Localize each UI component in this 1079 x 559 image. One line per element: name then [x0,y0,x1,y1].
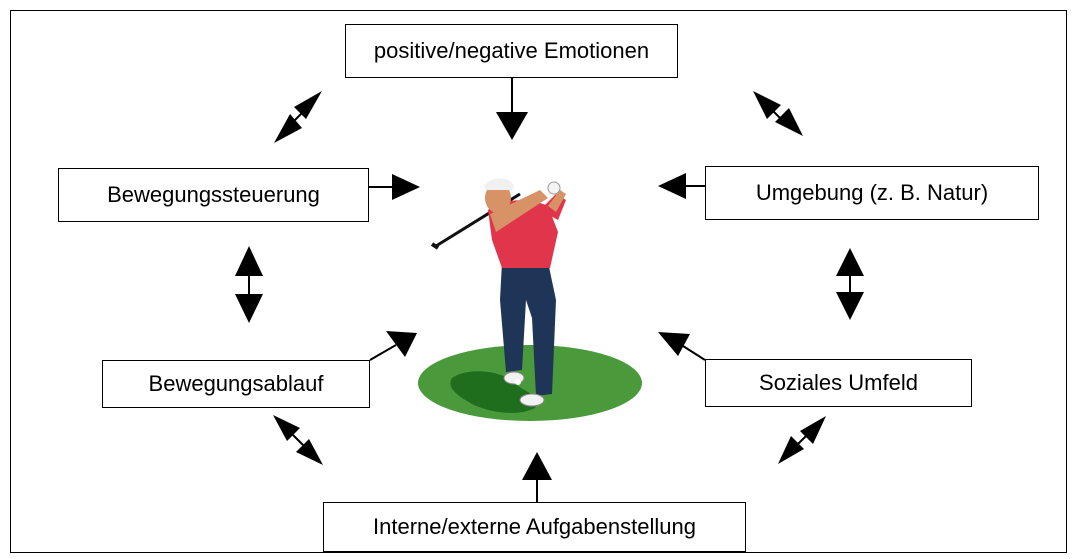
box-task: Interne/externe Aufgabenstellung [323,502,746,552]
golfer-shoe-left [503,371,525,385]
arrow-head [496,112,528,140]
golfer-shadow [450,371,538,413]
box-movement-sequence: Bewegungsablauf [102,360,370,408]
box-environment: Umgebung (z. B. Natur) [705,166,1039,220]
golfer-trousers [500,262,556,396]
golf-ball [515,379,521,385]
box-movement-control: Bewegungssteuerung [58,168,369,222]
golfer-arm [490,190,548,232]
golfer-head [485,183,511,213]
box-social-environment: Soziales Umfeld [705,359,972,407]
box-emotions: positive/negative Emotionen [345,24,678,78]
diagram-frame [10,10,1067,553]
golfer-shoe-right [519,393,545,407]
golfer-glove [547,181,561,195]
golfer-visor [484,178,514,190]
